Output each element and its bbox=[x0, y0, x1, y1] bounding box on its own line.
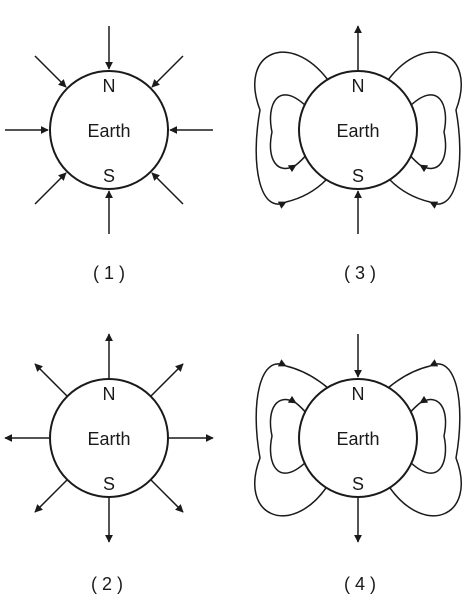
panel-label-4: ( 4 ) bbox=[344, 574, 376, 594]
field-line-ne bbox=[151, 55, 184, 88]
north-pole-label: N bbox=[103, 384, 116, 404]
outer-loop-right-return bbox=[387, 365, 431, 389]
north-pole-label: N bbox=[352, 384, 365, 404]
panel-label-1: ( 1 ) bbox=[93, 263, 125, 283]
inner-loop-right bbox=[407, 395, 447, 474]
outer-loop-left bbox=[254, 51, 329, 209]
outer-loop-right bbox=[387, 51, 462, 209]
north-pole-label: N bbox=[103, 76, 116, 96]
earth-circle bbox=[49, 378, 169, 498]
inner-loop-right bbox=[407, 94, 447, 173]
panel-2: N Earth S bbox=[4, 333, 214, 543]
earth-label: Earth bbox=[336, 429, 379, 449]
panel-4: N Earth S bbox=[254, 334, 462, 543]
earth-label: Earth bbox=[87, 429, 130, 449]
field-line-se bbox=[150, 479, 184, 513]
outer-loop-right-return bbox=[389, 179, 431, 203]
panel-label-2: ( 2 ) bbox=[91, 574, 123, 594]
field-line-sw bbox=[34, 479, 68, 513]
field-line-nw bbox=[34, 55, 67, 88]
inner-loop-left bbox=[269, 395, 309, 474]
outer-loop-left-return bbox=[285, 179, 327, 203]
earth-label: Earth bbox=[87, 121, 130, 141]
south-pole-label: S bbox=[103, 474, 115, 494]
earth-circle bbox=[49, 70, 169, 190]
earth-label: Earth bbox=[336, 121, 379, 141]
south-pole-label: S bbox=[352, 166, 364, 186]
panel-1: N Earth S bbox=[5, 26, 213, 234]
field-lines bbox=[254, 25, 462, 234]
south-pole-label: S bbox=[352, 474, 364, 494]
earth-circle bbox=[298, 70, 418, 190]
field-lines bbox=[5, 26, 213, 234]
field-line-sw bbox=[34, 172, 67, 205]
earth-circle bbox=[298, 378, 418, 498]
outer-loop-left-return bbox=[285, 365, 329, 389]
field-line-se bbox=[151, 172, 184, 205]
inner-loop-left bbox=[269, 94, 309, 173]
north-pole-label: N bbox=[352, 76, 365, 96]
outer-loop-right bbox=[389, 359, 462, 517]
south-pole-label: S bbox=[103, 166, 115, 186]
field-line-nw bbox=[34, 363, 68, 397]
field-lines bbox=[4, 333, 214, 543]
outer-loop-left bbox=[254, 359, 327, 517]
panel-label-3: ( 3 ) bbox=[344, 263, 376, 283]
panel-3: N Earth S bbox=[254, 25, 462, 234]
field-line-ne bbox=[150, 363, 184, 397]
